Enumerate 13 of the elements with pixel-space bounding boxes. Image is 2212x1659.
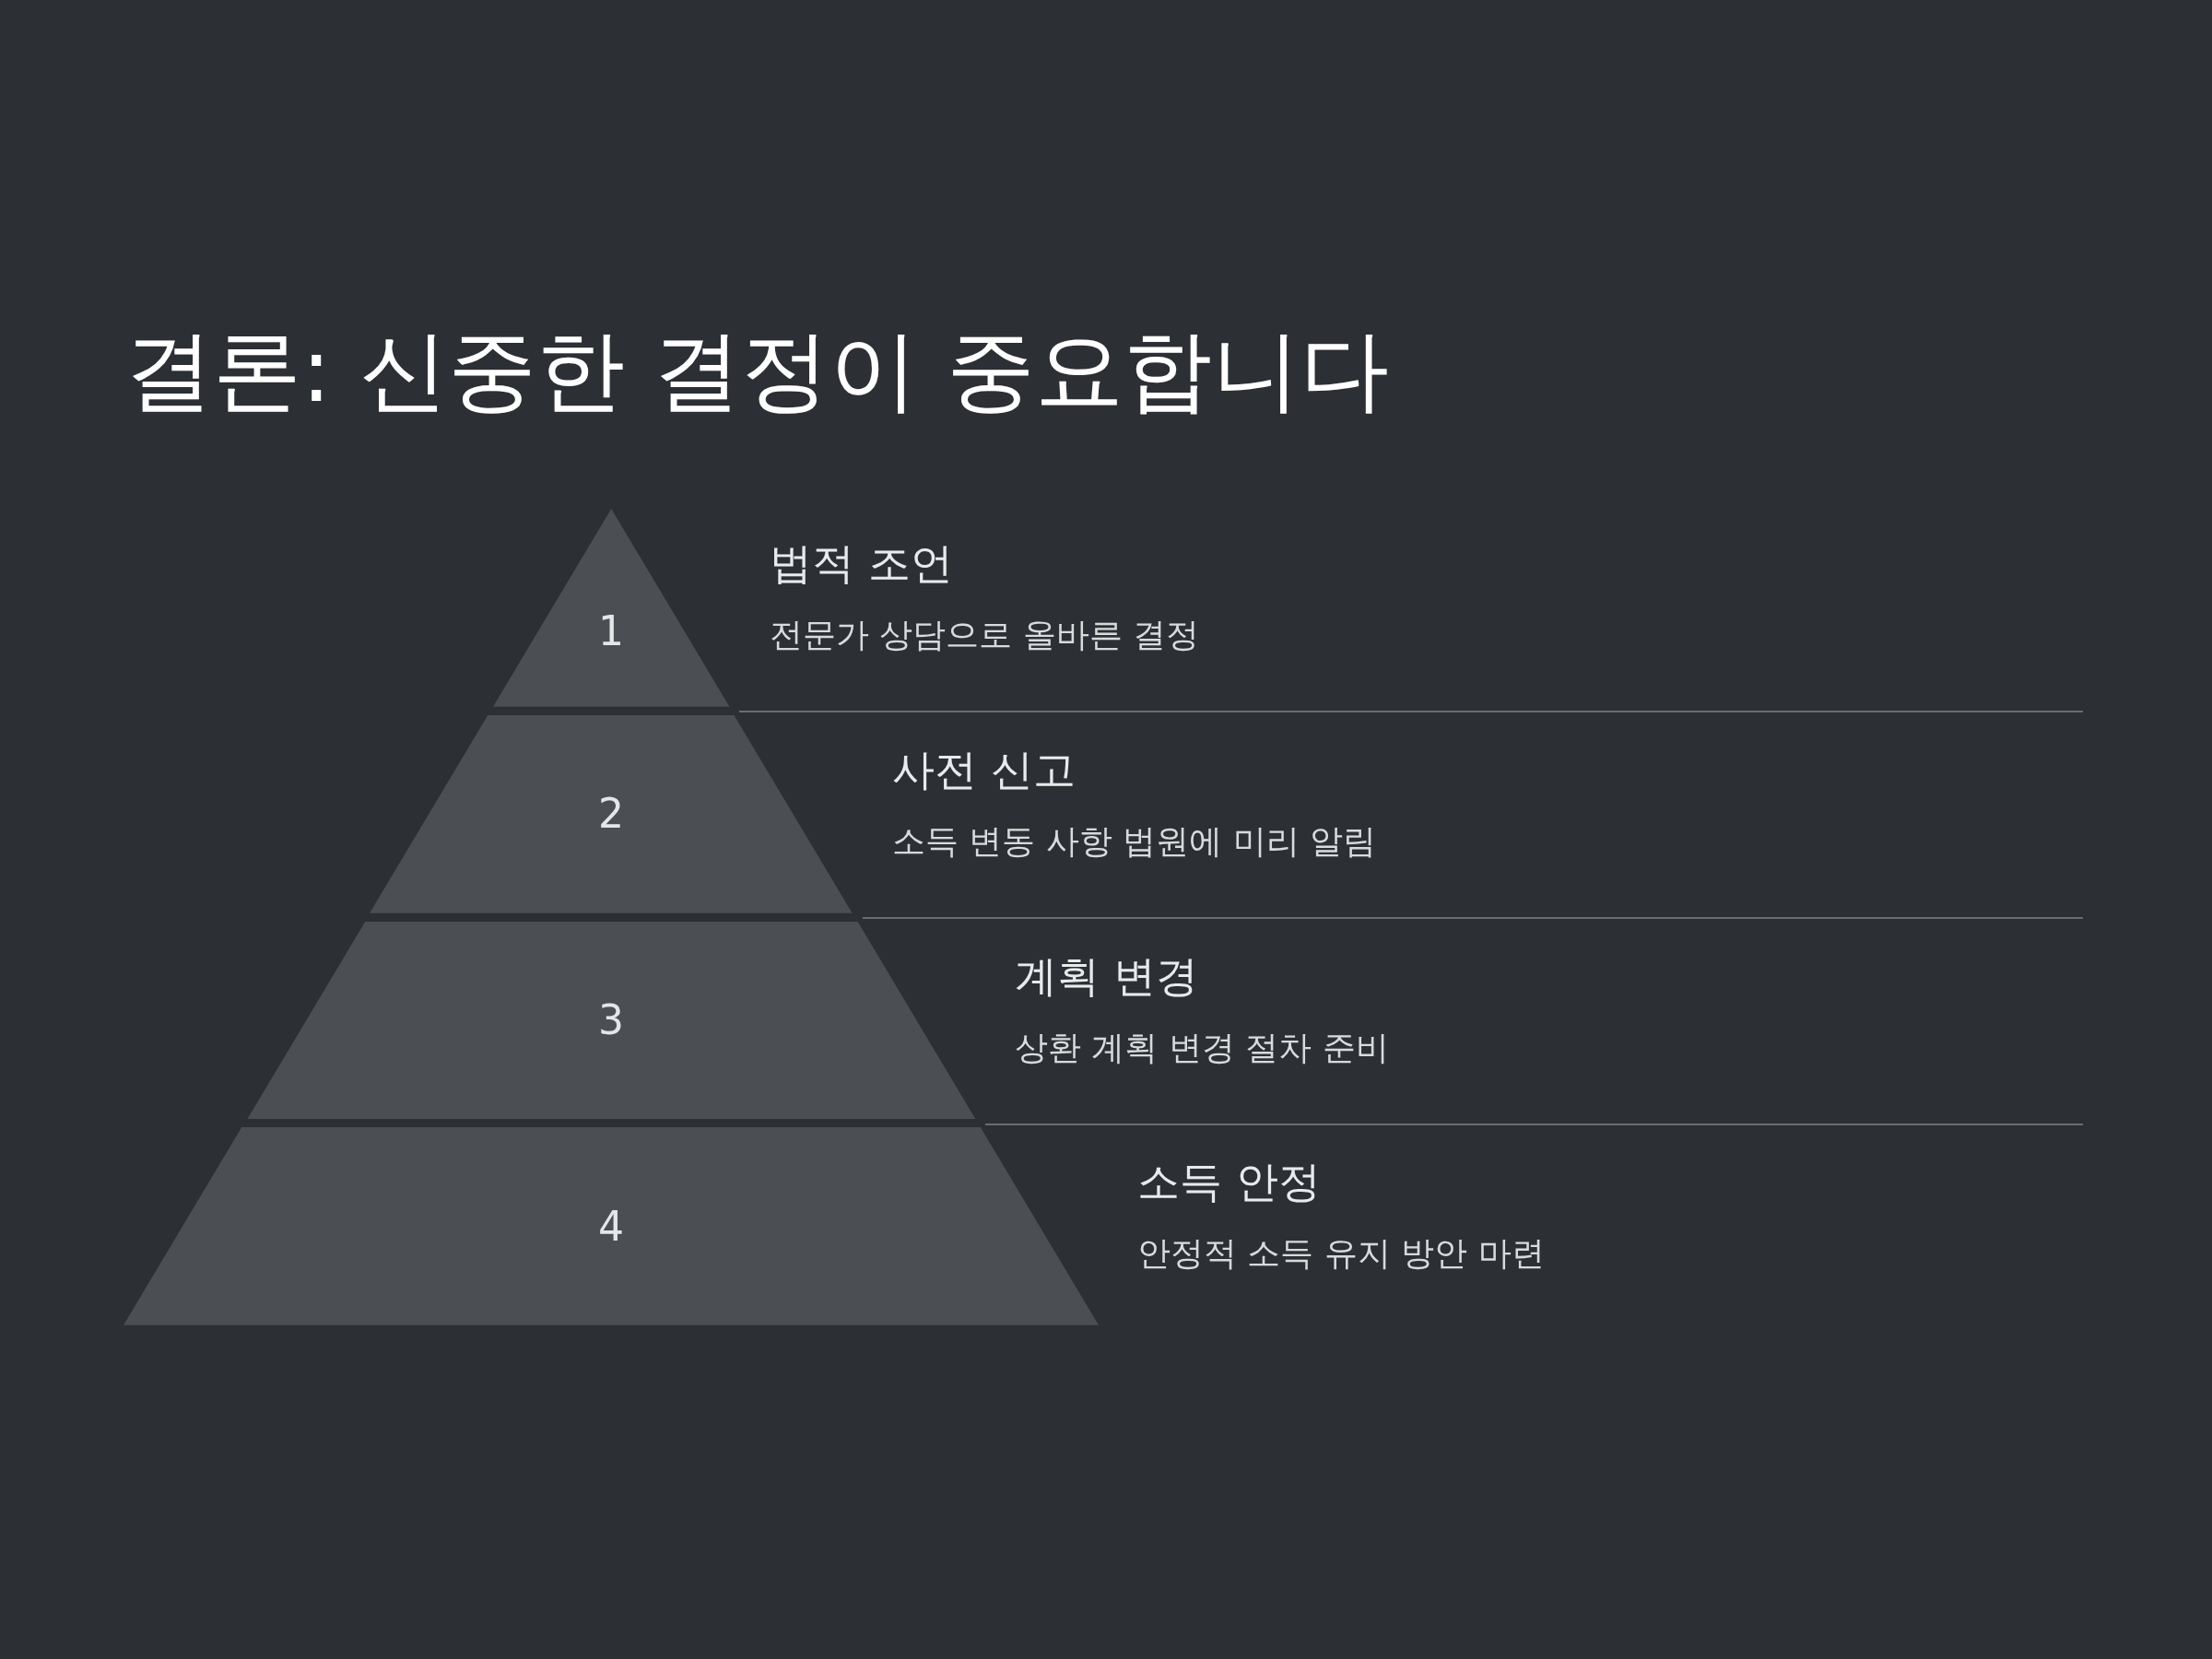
layer-number: 1: [598, 611, 624, 653]
layer-heading: 계획 변경: [1015, 950, 1198, 1002]
layer-heading: 소득 안정: [1137, 1157, 1321, 1208]
layer-number: 3: [598, 999, 624, 1041]
layer-description: 소득 변동 사항 법원에 미리 알림: [892, 820, 1377, 861]
layer-heading: 법적 조언: [770, 538, 953, 590]
layer-number: 4: [598, 1206, 624, 1247]
layer-description: 전문가 상담으로 올바른 결정: [770, 615, 1200, 655]
layer-description: 안정적 소득 유지 방안 마련: [1137, 1233, 1545, 1274]
layer-heading: 사전 신고: [892, 744, 1076, 795]
slide-title: 결론: 신중한 결정이 중요합니다: [124, 318, 1389, 424]
layer-description: 상환 계획 변경 절차 준비: [1015, 1027, 1389, 1067]
layer-number: 2: [598, 794, 624, 835]
